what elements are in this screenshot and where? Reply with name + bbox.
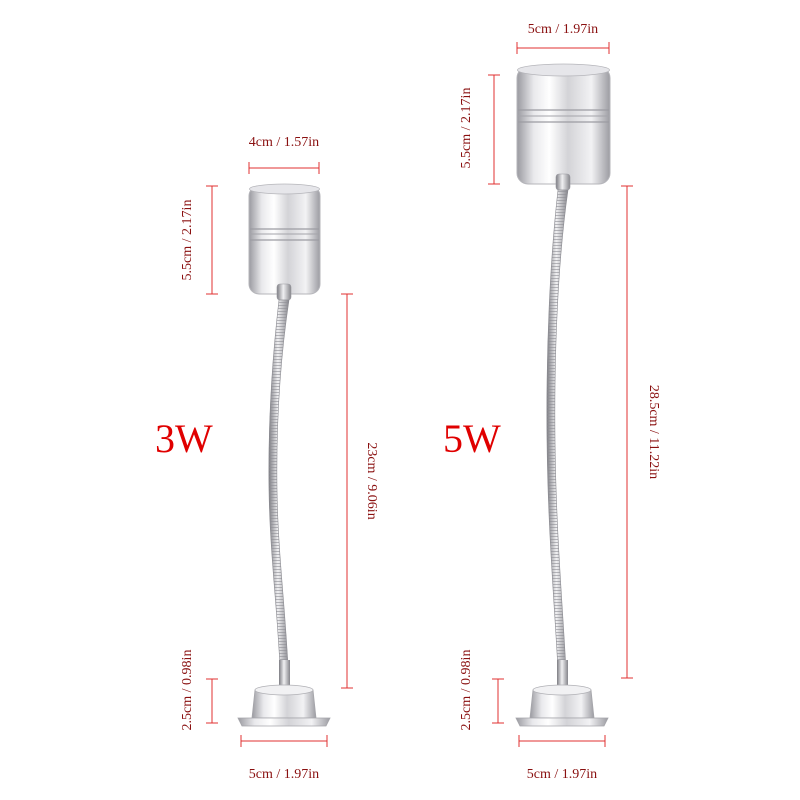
lamp-3w-head [248, 183, 321, 301]
label-5w-head-width: 5cm / 1.97in [528, 22, 598, 37]
label-5w-base-width: 5cm / 1.97in [527, 767, 597, 782]
wattage-label-5w: 5W [443, 416, 501, 461]
lamp-5w [515, 63, 611, 727]
label-3w-head-width: 4cm / 1.57in [249, 135, 319, 150]
label-5w-neck-length: 28.5cm / 11.22in [646, 385, 661, 479]
lamp-5w-neck [546, 189, 569, 691]
lamp-3w-base [237, 660, 331, 727]
lamp-3w-neck [268, 299, 290, 691]
label-3w-base-height: 2.5cm / 0.98in [180, 650, 195, 731]
wattage-label-3w: 3W [155, 416, 213, 461]
lamp-3w [237, 183, 331, 727]
dimension-lines [206, 42, 633, 747]
label-3w-neck-length: 23cm / 9.06in [364, 442, 379, 519]
label-3w-base-width: 5cm / 1.97in [249, 767, 319, 782]
label-5w-base-height: 2.5cm / 0.98in [459, 650, 474, 731]
label-3w-head-height: 5.5cm / 2.17in [180, 200, 195, 281]
lamp-5w-base [515, 660, 609, 727]
label-5w-head-height: 5.5cm / 2.17in [459, 88, 474, 169]
lamp-5w-head [516, 63, 611, 191]
